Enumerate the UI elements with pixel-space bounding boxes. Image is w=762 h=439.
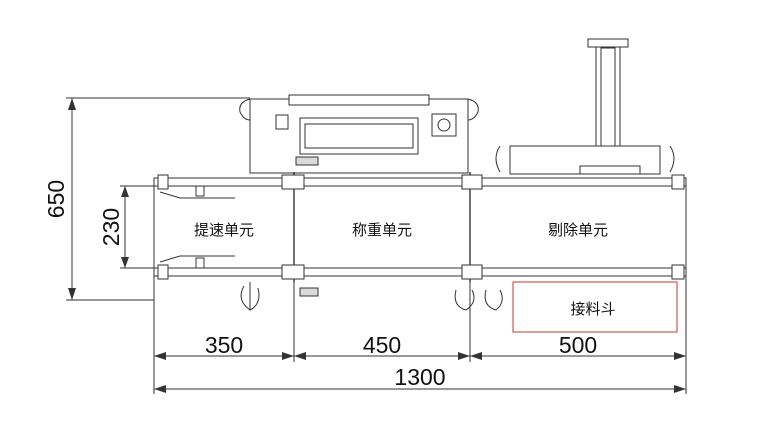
dim-width-accelerate-label: 350 (205, 332, 243, 358)
accelerate-unit-label: 提速单元 (194, 221, 254, 239)
dim-width-weighing-label: 450 (363, 332, 401, 358)
reject-unit-label: 剔除单元 (548, 221, 608, 239)
dim-width-reject-label: 500 (559, 332, 597, 358)
weighing-head (239, 94, 479, 174)
dim-height-total-label: 650 (43, 180, 69, 218)
dim-height-belt-label: 230 (98, 208, 124, 246)
dim-width-total-label: 1300 (394, 364, 445, 390)
hopper-label: 接料斗 (570, 300, 615, 318)
dim-height-total (66, 97, 250, 301)
reject-tower (495, 38, 675, 175)
conveyor-frame (153, 172, 687, 311)
weighing-unit-label: 称重单元 (352, 221, 412, 239)
hopper-outline (512, 281, 678, 333)
dim-horizontal (153, 276, 687, 394)
dim-height-belt (120, 185, 154, 269)
